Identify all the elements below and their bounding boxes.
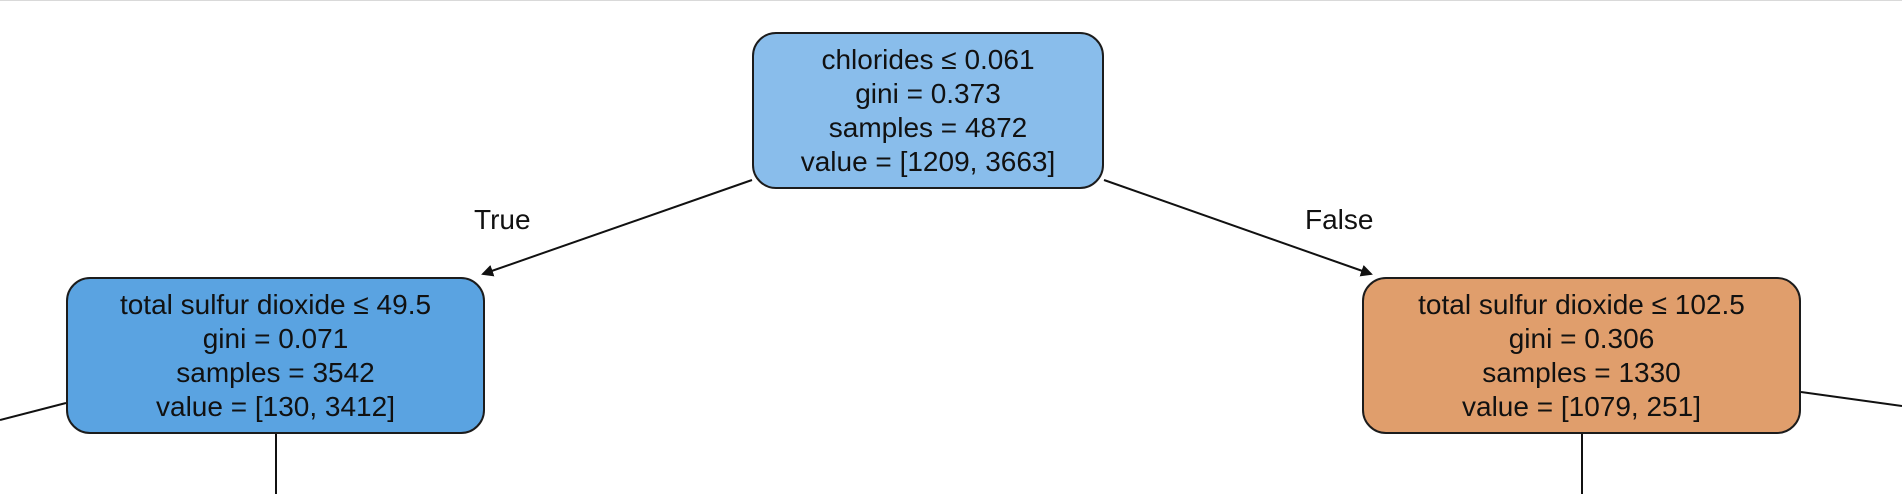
edge-true (481, 179, 753, 277)
node-gini: gini = 0.373 (855, 77, 1001, 109)
tree-node-left: total sulfur dioxide ≤ 49.5 gini = 0.071… (66, 277, 485, 434)
node-gini: gini = 0.071 (202, 322, 349, 354)
edge-label-true: True (474, 204, 531, 235)
node-condition: total sulfur dioxide ≤ 102.5 (1418, 288, 1745, 320)
edge-right-child-right (1800, 391, 1902, 407)
node-value: value = [1079, 251] (1462, 390, 1701, 422)
node-samples: samples = 4872 (828, 111, 1028, 143)
node-value: value = [130, 3412] (156, 390, 395, 422)
tree-node-right: total sulfur dioxide ≤ 102.5 gini = 0.30… (1362, 277, 1801, 434)
node-samples: samples = 1330 (1482, 356, 1681, 388)
edge-left-child-left (0, 402, 67, 421)
node-samples: samples = 3542 (176, 356, 375, 388)
tree-node-root: chlorides ≤ 0.061 gini = 0.373 samples =… (752, 32, 1104, 189)
node-value: value = [1209, 3663] (800, 145, 1056, 177)
edge-false (1103, 179, 1373, 277)
node-condition: total sulfur dioxide ≤ 49.5 (119, 288, 432, 320)
node-condition: chlorides ≤ 0.061 (821, 43, 1035, 75)
node-gini: gini = 0.306 (1508, 322, 1655, 354)
edge-label-false: False (1305, 204, 1374, 235)
